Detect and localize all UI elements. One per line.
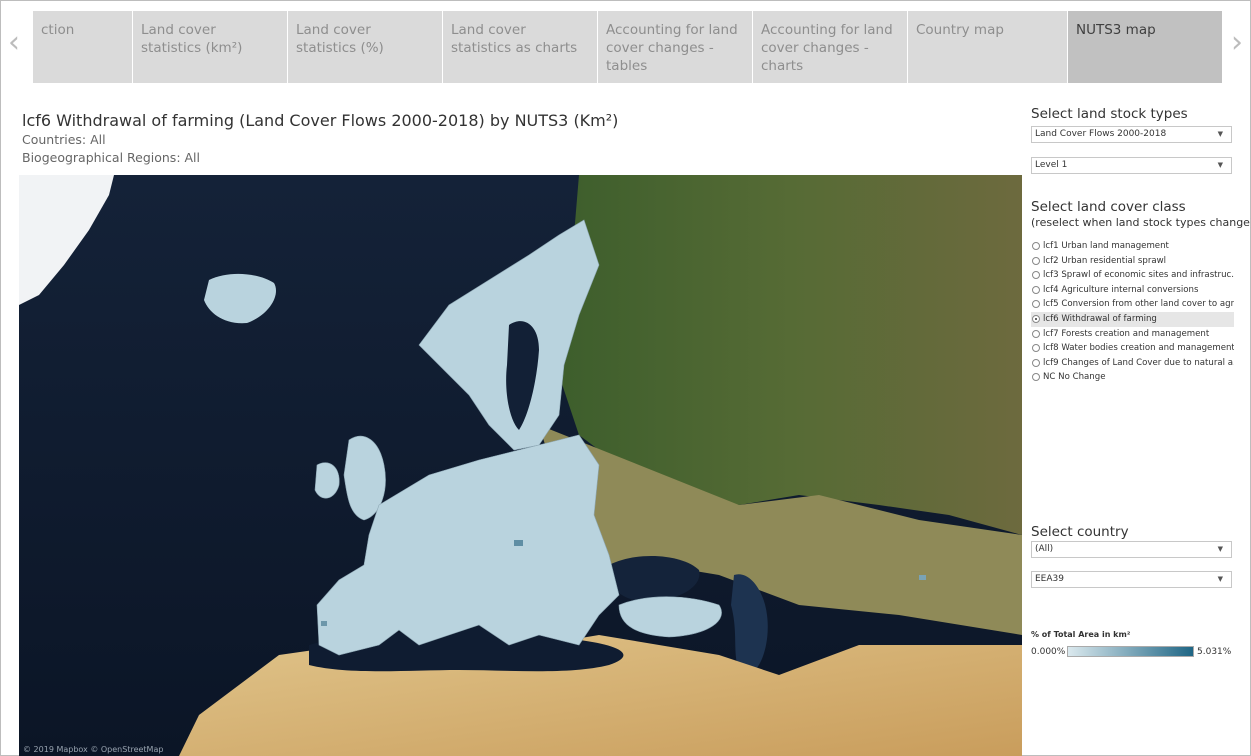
baltic-sea: [506, 321, 539, 430]
countries-filter-text: Countries: All: [22, 132, 106, 147]
radio-label: lcf1 Urban land management: [1043, 241, 1169, 251]
highlighted-region[interactable]: [514, 540, 523, 546]
radio-lcf1[interactable]: lcf1 Urban land management: [1031, 239, 1234, 254]
radio-circle-icon: [1032, 271, 1040, 280]
tab-label: ction: [41, 22, 75, 38]
legend-color-ramp: [1067, 646, 1194, 657]
radio-circle-icon: [1032, 285, 1040, 294]
radio-label: lcf3 Sprawl of economic sites and infras…: [1043, 270, 1234, 281]
nuts3-map[interactable]: © 2019 Mapbox © OpenStreetMap: [19, 175, 1022, 756]
radio-circle-icon: [1032, 329, 1040, 338]
map-attribution[interactable]: © 2019 Mapbox © OpenStreetMap: [23, 745, 164, 754]
legend-min-label: 0.000%: [1031, 647, 1066, 657]
tab-label: Land cover statistics (km²): [141, 22, 243, 56]
radio-lcf8[interactable]: lcf8 Water bodies creation and managemen…: [1031, 341, 1234, 356]
chevron-right-icon[interactable]: ›: [1231, 25, 1243, 60]
regions-filter-text: Biogeographical Regions: All: [22, 150, 200, 165]
tab-label: NUTS3 map: [1076, 22, 1156, 38]
legend-max-label: 5.031%: [1197, 647, 1232, 657]
uk-regions: [343, 435, 386, 521]
caret-down-icon: ▼: [1217, 545, 1223, 553]
radio-label: lcf9 Changes of Land Cover due to natura…: [1043, 357, 1234, 368]
country-title: Select country: [1031, 524, 1129, 540]
stock-type-dropdown[interactable]: Land Cover Flows 2000-2018 ▼: [1031, 126, 1232, 143]
caspian-sea: [731, 574, 768, 676]
level-value: Level 1: [1035, 160, 1068, 170]
country-group-dropdown[interactable]: EEA39 ▼: [1031, 571, 1232, 588]
tab-nuts3-map[interactable]: NUTS3 map: [1068, 11, 1222, 83]
tab-introduction[interactable]: ction: [33, 11, 132, 83]
country-dropdown[interactable]: (All) ▼: [1031, 541, 1232, 558]
country-group-value: EEA39: [1035, 574, 1064, 584]
tab-accounting-tables[interactable]: Accounting for land cover changes - tabl…: [598, 11, 752, 83]
radio-circle-icon: [1032, 344, 1040, 353]
tab-accounting-charts[interactable]: Accounting for land cover changes - char…: [753, 11, 907, 83]
radio-selected-icon: [1032, 314, 1040, 323]
tab-label: Accounting for land cover changes - char…: [761, 22, 893, 74]
class-title: Select land cover class: [1031, 199, 1186, 215]
page-title: lcf6 Withdrawal of farming (Land Cover F…: [22, 111, 619, 130]
greenland-land: [19, 175, 114, 305]
radio-lcf2[interactable]: lcf2 Urban residential sprawl: [1031, 254, 1234, 269]
highlighted-region[interactable]: [321, 621, 327, 626]
tab-land-cover-statistics-charts[interactable]: Land cover statistics as charts: [443, 11, 597, 83]
caret-down-icon: ▼: [1217, 161, 1223, 169]
map-canvas: [19, 175, 1022, 756]
legend-title: % of Total Area in km²: [1031, 630, 1131, 639]
radio-lcf5[interactable]: lcf5 Conversion from other land cover to…: [1031, 297, 1234, 312]
steppe-land: [539, 425, 1022, 635]
radio-lcf3[interactable]: lcf3 Sprawl of economic sites and infras…: [1031, 268, 1234, 283]
tab-label: Land cover statistics (%): [296, 22, 384, 56]
tab-strip: ‹ ction Land cover statistics (km²) Land…: [0, 11, 1251, 83]
iceland-region: [204, 273, 276, 324]
radio-label: lcf5 Conversion from other land cover to…: [1043, 299, 1234, 310]
tab-land-cover-statistics-km2[interactable]: Land cover statistics (km²): [133, 11, 287, 83]
radio-lcf9[interactable]: lcf9 Changes of Land Cover due to natura…: [1031, 356, 1234, 371]
radio-label: lcf8 Water bodies creation and managemen…: [1043, 343, 1234, 354]
eastern-landmass: [559, 175, 1022, 535]
radio-label: lcf6 Withdrawal of farming: [1043, 313, 1157, 324]
radio-circle-icon: [1032, 300, 1040, 309]
level-dropdown[interactable]: Level 1 ▼: [1031, 157, 1232, 174]
caret-down-icon: ▼: [1217, 130, 1223, 138]
caret-down-icon: ▼: [1217, 575, 1223, 583]
tab-label: Land cover statistics as charts: [451, 22, 578, 56]
radio-lcf6[interactable]: lcf6 Withdrawal of farming: [1031, 311, 1234, 327]
stock-type-value: Land Cover Flows 2000-2018: [1035, 129, 1167, 139]
tab-label: Accounting for land cover changes - tabl…: [606, 22, 738, 74]
radio-circle-icon: [1032, 358, 1040, 367]
chevron-left-icon[interactable]: ‹: [8, 25, 20, 60]
tab-label: Country map: [916, 22, 1004, 38]
ireland-regions: [314, 462, 340, 499]
radio-label: lcf4 Agriculture internal conversions: [1043, 284, 1199, 295]
radio-lcf7[interactable]: lcf7 Forests creation and management: [1031, 327, 1234, 342]
highlighted-region[interactable]: [919, 575, 926, 580]
tab-country-map[interactable]: Country map: [908, 11, 1067, 83]
class-subtitle: (reselect when land stock types change): [1031, 216, 1251, 229]
radio-label: NC No Change: [1043, 372, 1106, 383]
radio-circle-icon: [1032, 256, 1040, 265]
radio-lcf4[interactable]: lcf4 Agriculture internal conversions: [1031, 283, 1234, 298]
black-sea: [607, 555, 700, 601]
radio-nc[interactable]: NC No Change: [1031, 370, 1234, 385]
tab-land-cover-statistics-percent[interactable]: Land cover statistics (%): [288, 11, 442, 83]
radio-circle-icon: [1032, 242, 1040, 250]
continental-europe-regions: [316, 434, 620, 656]
radio-label: lcf7 Forests creation and management: [1043, 328, 1210, 339]
country-value: (All): [1035, 544, 1054, 554]
radio-label: lcf2 Urban residential sprawl: [1043, 255, 1167, 266]
turkey-regions: [618, 596, 722, 638]
stock-types-title: Select land stock types: [1031, 106, 1188, 122]
radio-circle-icon: [1032, 373, 1040, 382]
land-cover-class-list: lcf1 Urban land management lcf2 Urban re…: [1031, 239, 1234, 385]
